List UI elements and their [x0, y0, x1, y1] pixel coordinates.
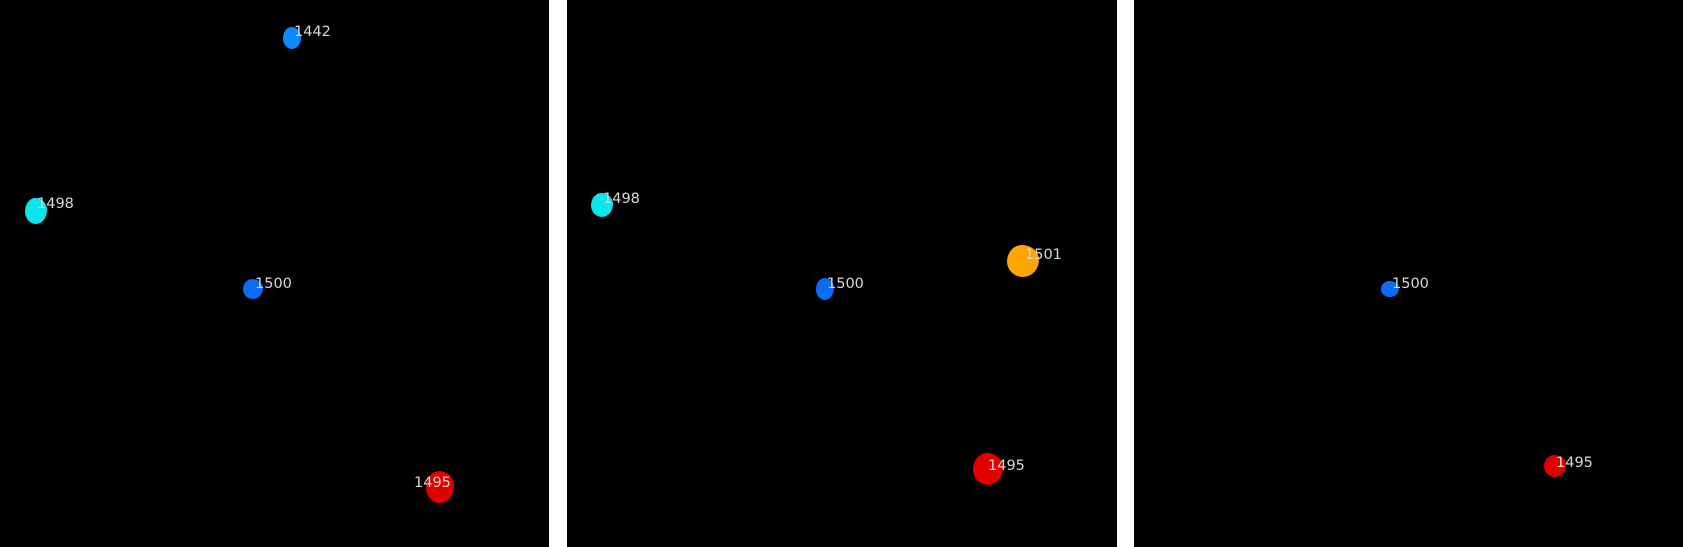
object-blob-1495 [973, 453, 1003, 485]
object-id-label: 1500 [255, 276, 292, 292]
object-id-label: 1442 [294, 24, 331, 40]
object-id-label: 1501 [1025, 247, 1062, 263]
object-id-label: 1498 [603, 191, 640, 207]
object-blob-1500 [1381, 281, 1399, 297]
object-blob-1495 [1544, 455, 1566, 477]
object-id-label: 1495 [414, 475, 451, 491]
panel-1: 1442 1498 1500 1495 [0, 0, 549, 547]
object-blob-1500 [816, 278, 834, 300]
object-blob-1500 [243, 279, 263, 299]
panel-3: 1500 1495 [1134, 0, 1683, 547]
panel-2: 1498 1500 1501 1495 [567, 0, 1117, 547]
object-id-label: 1495 [988, 458, 1025, 474]
object-id-label: 1500 [827, 276, 864, 292]
object-blob-1495 [426, 471, 454, 503]
object-id-label: 1495 [1556, 455, 1593, 471]
object-blob-1498 [25, 198, 47, 224]
object-blob-1442 [283, 27, 301, 49]
object-blob-1498 [591, 193, 613, 217]
object-blob-1501 [1007, 245, 1039, 277]
object-id-label: 1500 [1392, 276, 1429, 292]
object-id-label: 1498 [37, 196, 74, 212]
